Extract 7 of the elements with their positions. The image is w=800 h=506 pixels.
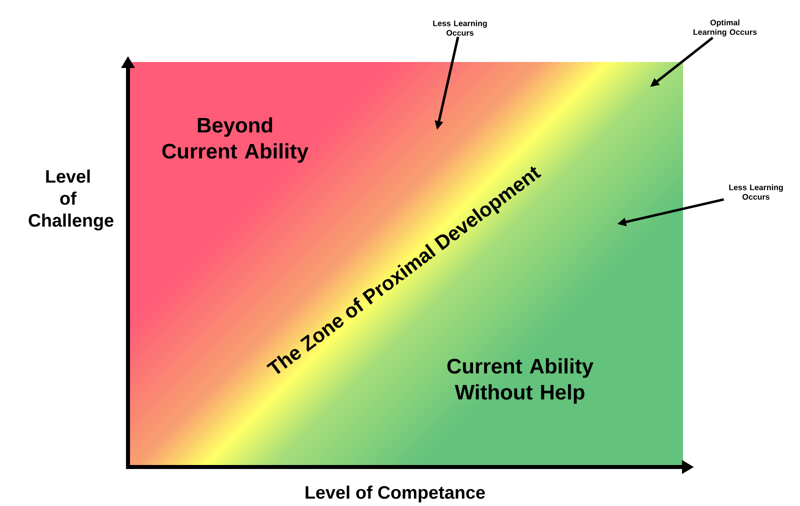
- callout-text: Less Learning Occurs: [729, 184, 783, 200]
- axis-title: Level of Competance: [306, 486, 485, 502]
- region-label: Current Ability Without Help: [447, 358, 594, 404]
- axis-title: Level of Challenge: [28, 170, 114, 230]
- region-label: Beyond Current Ability: [162, 117, 308, 163]
- callout-text: Optimal Learning Occurs: [694, 20, 757, 36]
- callout-text: Less Learning Occurs: [433, 20, 487, 36]
